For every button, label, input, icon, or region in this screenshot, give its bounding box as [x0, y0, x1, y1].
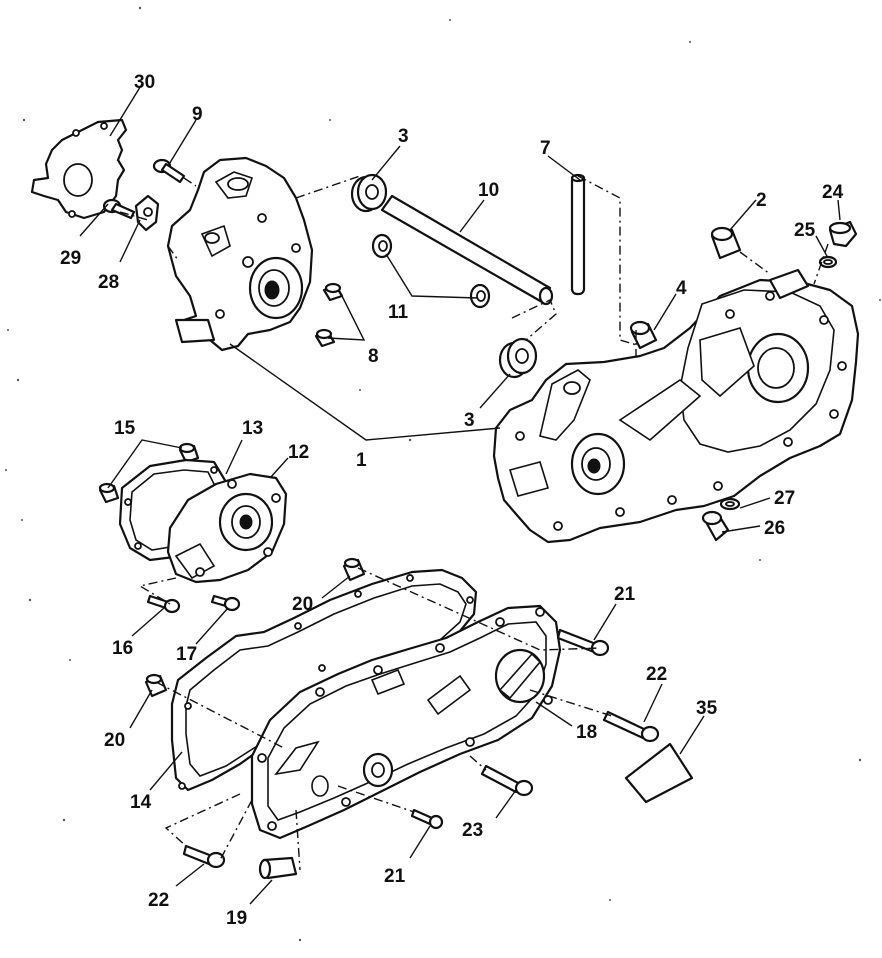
callout-27: 27: [774, 488, 795, 509]
part-3-bearing-lower: [498, 337, 538, 379]
part-23-bolt: [480, 764, 534, 797]
leader-lines: [79, 83, 841, 905]
callout-1: 1: [356, 450, 367, 471]
part-9-bolt: [152, 158, 197, 187]
right-crankcase-half: [492, 268, 860, 544]
callout-20-upper: 20: [292, 594, 313, 615]
part-26-drain-plug: [701, 510, 730, 542]
callout-3-lower: 3: [464, 410, 475, 431]
callout-2: 2: [756, 190, 767, 211]
part-30-plate: [30, 118, 128, 220]
part-28-bracket: [134, 194, 160, 232]
callout-8: 8: [368, 346, 379, 367]
part-16-bolt: [146, 594, 181, 614]
part-2-bushing: [710, 226, 742, 260]
callout-18: 18: [576, 722, 597, 743]
part-15-dowels: [98, 442, 200, 504]
callout-28: 28: [98, 272, 119, 293]
part-19-dowel: [258, 856, 298, 880]
part-20-dowel-upper: [342, 557, 366, 582]
callout-14: 14: [130, 792, 152, 813]
callout-35: 35: [696, 698, 718, 719]
callout-26: 26: [764, 518, 785, 539]
part-29-bolt: [102, 198, 136, 220]
callout-15: 15: [114, 418, 136, 439]
callout-22-left: 22: [148, 890, 169, 911]
part-25-o-ring: [818, 255, 838, 269]
part-3-bearing-top: [350, 173, 388, 213]
callout-13: 13: [242, 418, 263, 439]
callout-3-top: 3: [398, 126, 409, 147]
part-12-cover: [166, 472, 288, 584]
part-24-plug: [828, 220, 858, 248]
callout-21-upper: 21: [614, 584, 636, 605]
callout-4: 4: [676, 278, 687, 299]
part-22-bolt-right: [602, 710, 660, 743]
alignment-lines: [119, 175, 829, 871]
callout-16: 16: [112, 638, 133, 659]
part-4-bushing: [629, 320, 658, 350]
callout-30: 30: [134, 72, 155, 93]
left-crankcase-half: [166, 156, 314, 352]
callout-11: 11: [388, 302, 409, 323]
callout-22-right: 22: [646, 664, 667, 685]
callout-9: 9: [192, 104, 203, 125]
part-7-pin: [570, 173, 586, 296]
scan-specks: [5, 6, 881, 942]
part-17-bolt: [210, 594, 241, 612]
callout-labels: 30 9 3 7 10 2 24 25 29 28 4 11 8 3 15 13…: [60, 72, 844, 929]
part-21-bolt-upper: [556, 628, 610, 657]
callout-21-lower: 21: [384, 866, 406, 887]
part-8-dowels: [314, 282, 344, 348]
part-22-bolt-left: [182, 844, 226, 869]
callout-23: 23: [462, 820, 483, 841]
part-11-washers: [371, 233, 491, 309]
part-35-label: [624, 742, 694, 804]
callout-19: 19: [226, 908, 247, 929]
part-27-washer: [719, 497, 741, 511]
callout-10: 10: [478, 180, 499, 201]
callout-20-lower: 20: [104, 730, 125, 751]
callout-17: 17: [176, 644, 197, 665]
part-21-bolt-lower: [410, 808, 444, 830]
part-18-cover: [250, 604, 562, 840]
callout-24: 24: [822, 182, 844, 203]
callout-7: 7: [540, 138, 551, 159]
callout-25: 25: [794, 220, 816, 241]
callout-29: 29: [60, 248, 81, 269]
callout-12: 12: [288, 442, 309, 463]
